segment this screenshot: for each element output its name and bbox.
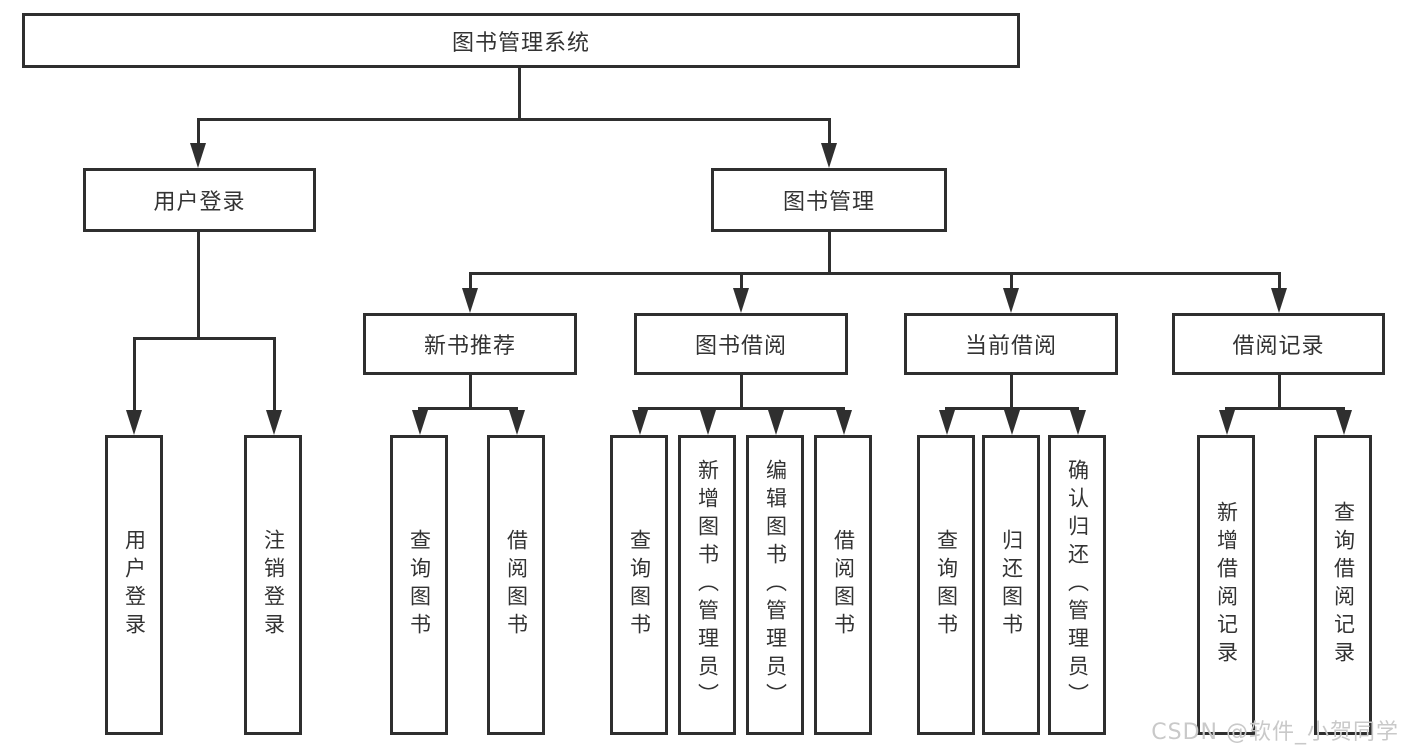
node-label: 归还图书 bbox=[999, 529, 1024, 641]
csdn-watermark: CSDN @软件_小贺同学 bbox=[1151, 720, 1399, 745]
leaf-add-books-admin: 新增图书（管理员） bbox=[678, 435, 736, 735]
node-label: 编辑图书（管理员） bbox=[763, 459, 788, 711]
arrowhead-down-icon bbox=[836, 410, 852, 435]
arrowhead-down-icon bbox=[1003, 288, 1019, 313]
node-label: 查询图书 bbox=[627, 529, 652, 641]
connector-line bbox=[945, 407, 1079, 410]
leaf-borrow-books: 借阅图书 bbox=[814, 435, 872, 735]
arrowhead-down-icon bbox=[1004, 410, 1020, 435]
leaf-query-books-current: 查询图书 bbox=[917, 435, 975, 735]
connector-line bbox=[197, 118, 831, 121]
node-label: 查询图书 bbox=[934, 529, 959, 641]
connector-line bbox=[1278, 272, 1281, 288]
arrowhead-down-icon bbox=[700, 410, 716, 435]
arrowhead-down-icon bbox=[1336, 410, 1352, 435]
node-root-system: 图书管理系统 bbox=[22, 13, 1020, 68]
arrowhead-down-icon bbox=[462, 288, 478, 313]
connector-line bbox=[740, 375, 743, 407]
connector-line bbox=[197, 118, 200, 145]
arrowhead-down-icon bbox=[733, 288, 749, 313]
arrowhead-down-icon bbox=[821, 143, 837, 168]
node-label: 用户登录 bbox=[153, 190, 246, 215]
node-book-borrow: 图书借阅 bbox=[634, 313, 848, 375]
arrowhead-down-icon bbox=[939, 410, 955, 435]
arrowhead-down-icon bbox=[632, 410, 648, 435]
connector-line bbox=[638, 407, 845, 410]
node-label: 确认归还（管理员） bbox=[1065, 459, 1090, 711]
connector-line bbox=[469, 375, 472, 407]
node-label: 借阅记录 bbox=[1232, 334, 1325, 359]
connector-line bbox=[273, 337, 276, 410]
leaf-confirm-return-admin: 确认归还（管理员） bbox=[1048, 435, 1106, 735]
connector-line bbox=[133, 337, 136, 410]
connector-line bbox=[469, 272, 472, 288]
node-label: 查询借阅记录 bbox=[1331, 501, 1356, 669]
node-label: 图书管理 bbox=[782, 190, 875, 215]
arrowhead-down-icon bbox=[509, 410, 525, 435]
connector-line bbox=[1010, 375, 1013, 407]
node-label: 借阅图书 bbox=[831, 529, 856, 641]
node-root-label: 图书管理系统 bbox=[451, 30, 590, 56]
leaf-return-books: 归还图书 bbox=[982, 435, 1040, 735]
leaf-query-books-borrow: 查询图书 bbox=[610, 435, 668, 735]
arrowhead-down-icon bbox=[1070, 410, 1086, 435]
leaf-edit-books-admin: 编辑图书（管理员） bbox=[746, 435, 804, 735]
arrowhead-down-icon bbox=[1271, 288, 1287, 313]
node-label: 新书推荐 bbox=[423, 334, 516, 359]
leaf-user-login: 用户登录 bbox=[105, 435, 163, 735]
node-borrow-records: 借阅记录 bbox=[1172, 313, 1385, 375]
connector-line bbox=[469, 272, 1280, 275]
node-label: 新增借阅记录 bbox=[1214, 501, 1239, 669]
arrowhead-down-icon bbox=[126, 410, 142, 435]
node-label: 查询图书 bbox=[407, 529, 432, 641]
leaf-query-books-recommend: 查询图书 bbox=[390, 435, 448, 735]
connector-line bbox=[1225, 407, 1345, 410]
node-user-login-module: 用户登录 bbox=[83, 168, 316, 232]
connector-line bbox=[1010, 272, 1013, 288]
node-label: 当前借阅 bbox=[964, 334, 1057, 359]
leaf-add-borrow-record: 新增借阅记录 bbox=[1197, 435, 1255, 735]
node-label: 借阅图书 bbox=[504, 529, 529, 641]
node-label: 用户登录 bbox=[122, 529, 147, 641]
node-current-borrow: 当前借阅 bbox=[904, 313, 1118, 375]
node-label: 注销登录 bbox=[261, 529, 286, 641]
node-new-book-recommend: 新书推荐 bbox=[363, 313, 577, 375]
arrowhead-down-icon bbox=[768, 410, 784, 435]
connector-line bbox=[197, 232, 200, 337]
node-label: 图书借阅 bbox=[694, 334, 787, 359]
leaf-logout: 注销登录 bbox=[244, 435, 302, 735]
arrowhead-down-icon bbox=[1219, 410, 1235, 435]
connector-line bbox=[418, 407, 518, 410]
node-book-management-module: 图书管理 bbox=[711, 168, 947, 232]
connector-line bbox=[133, 337, 276, 340]
connector-line bbox=[1278, 375, 1281, 407]
connector-line bbox=[828, 118, 831, 145]
leaf-query-borrow-record: 查询借阅记录 bbox=[1314, 435, 1372, 735]
node-label: 新增图书（管理员） bbox=[695, 459, 720, 711]
arrowhead-down-icon bbox=[266, 410, 282, 435]
arrowhead-down-icon bbox=[412, 410, 428, 435]
leaf-borrow-books-recommend: 借阅图书 bbox=[487, 435, 545, 735]
connector-line bbox=[828, 232, 831, 272]
connector-line bbox=[740, 272, 743, 288]
arrowhead-down-icon bbox=[190, 143, 206, 168]
connector-line bbox=[518, 68, 521, 118]
